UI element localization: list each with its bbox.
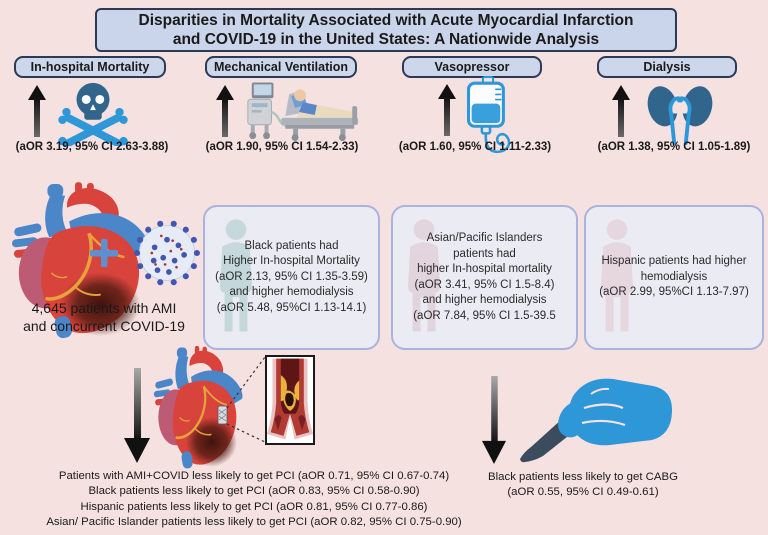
heart-pci-illustration [150,346,246,470]
disparity-line: Asian/Pacific Islanders [426,232,543,244]
disparity-line: higher In-hospital mortality [417,263,552,275]
disparity-line: (aOR 2.99, 95%CI 1.13-7.97) [599,286,749,299]
outcome-pill-vasopressor: Vasopressor [402,56,542,78]
pci-line: Asian/ Pacific Islander patients less li… [46,515,462,528]
outcome-stat: (aOR 1.90, 95% CI 1.54-2.33) [205,141,359,153]
cohort-line-2: and concurrent COVID-19 [23,317,185,334]
pci-line: Hispanic patients less likely to get PCI… [80,500,428,513]
disparity-line: Higher In-hospital Mortality [223,255,360,268]
kidneys-icon [647,86,713,146]
outcome-pill-mechanical-ventilation: Mechanical Ventilation [205,56,357,78]
disparity-box-hispanic: Hispanic patients had higher hemodialysi… [584,205,764,350]
disparity-line: Hispanic patients had higher [601,255,747,268]
disparity-line: (aOR 3.41, 95% CI 1.5-8.4) [414,278,555,291]
pci-stats: Patients with AMI+COVID less likely to g… [25,469,483,530]
disparity-line: (aOR 2.13, 95% CI 1.35-3.59) [215,270,368,283]
up-arrow-icon [216,85,234,137]
disparity-line: hemodialysis [640,270,708,283]
plus-icon [90,239,118,267]
outcome-stat: (aOR 3.19, 95% CI 2.63-3.88) [15,141,169,153]
disparity-line: and higher hemodialysis [229,286,354,299]
disparity-line: (aOR 5.48, 95%CI 1.13-14.1) [216,301,367,314]
disparity-box-black: Black patients had Higher In-hospital Mo… [203,205,380,350]
iv-bag-icon [466,76,511,154]
cabg-line: (aOR 0.55, 95% CI 0.49-0.61) [507,485,659,498]
artery-inset [265,355,315,445]
outcome-pill-in-hospital-mortality: In-hospital Mortality [14,56,166,78]
title-line-2: and COVID-19 in the United States: A Nat… [172,31,600,48]
cabg-line: Black patients less likely to get CABG [488,471,678,483]
down-arrow-icon [481,376,507,464]
outcome-stat: (aOR 1.38, 95% CI 1.05-1.89) [597,141,751,153]
disparity-line: and higher hemodialysis [422,294,547,306]
disparity-line: Black patients had [244,239,339,252]
disparity-line: (aOR 7.84, 95% CI 1.5-39.5 [413,309,556,322]
pci-line: Black patients less likely to get PCI (a… [88,485,420,498]
title-box: Disparities in Mortality Associated with… [95,8,677,52]
blocked-artery-icon [267,358,313,440]
ventilator-bed-icon [247,82,359,142]
outcome-pill-dialysis: Dialysis [597,56,737,78]
disparity-box-asian-pacific-islander: Asian/Pacific Islanders patients had hig… [391,205,578,350]
up-arrow-icon [28,85,46,137]
disparity-line: patients had [453,247,516,260]
title-line-1: Disparities in Mortality Associated with… [138,12,634,29]
pci-line: Patients with AMI+COVID less likely to g… [58,470,450,482]
down-arrow-icon [124,368,150,463]
cabg-stats: Black patients less likely to get CABG (… [455,470,711,499]
scalpel-hand-icon [520,378,673,463]
outcome-stat: (aOR 1.60, 95% CI 1.11-2.33) [398,141,552,153]
up-arrow-icon [438,84,456,136]
cohort-line-1: 4,645 patients with AMI [31,300,177,316]
skull-crossbones-icon [58,82,128,146]
cohort-caption: 4,645 patients with AMI and concurrent C… [0,300,208,335]
up-arrow-icon [612,85,630,137]
coronavirus-icon [134,220,200,286]
